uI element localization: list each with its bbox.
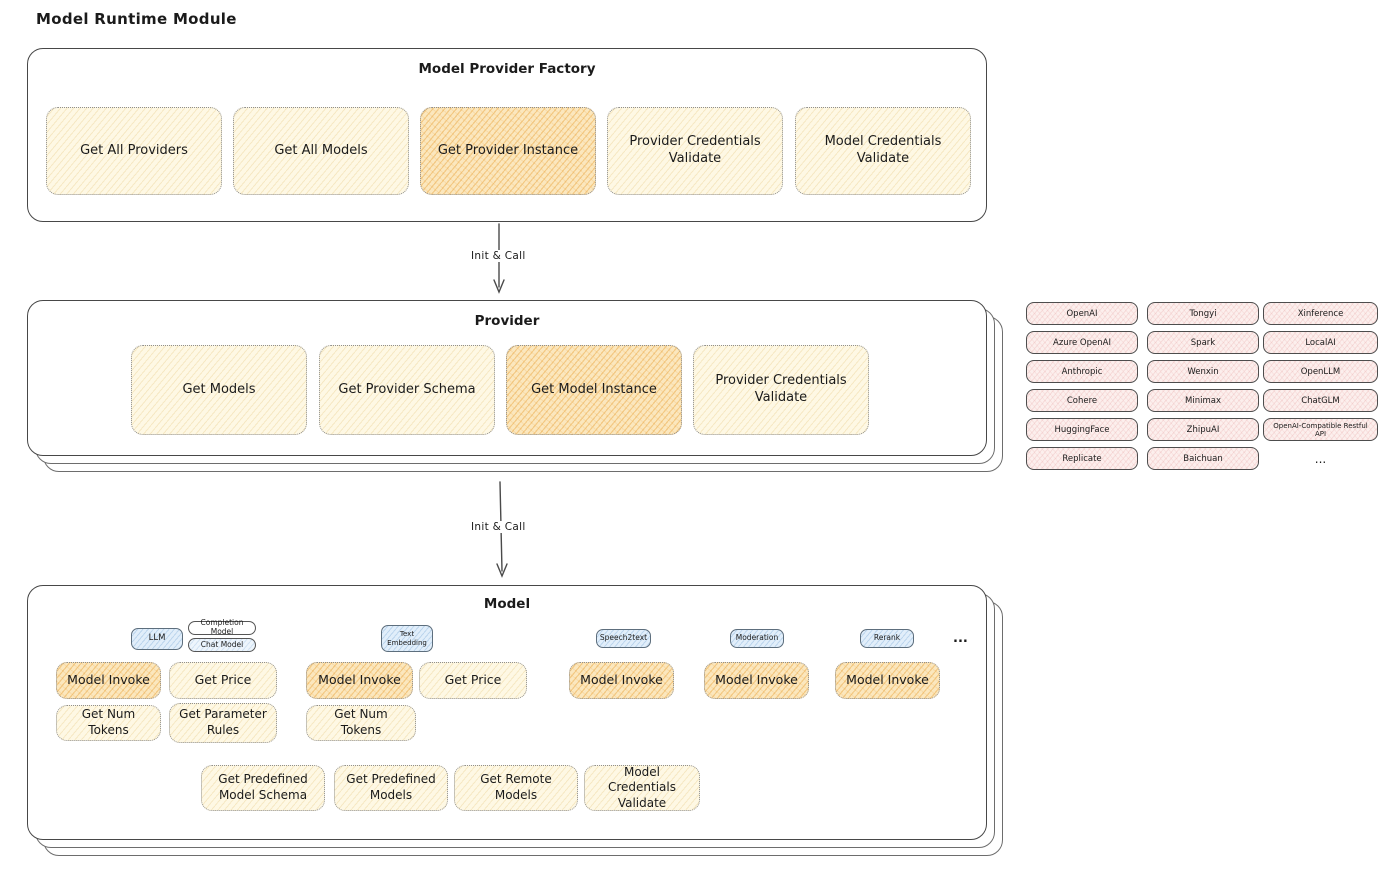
node-get-remote-models: Get Remote Models <box>454 765 578 811</box>
tab-completion-model: Completion Model <box>188 619 256 636</box>
provider-group: Provider Get Models Get Provider Schema … <box>27 300 987 456</box>
node-get-models: Get Models <box>131 345 307 435</box>
model-tabs-ellipsis: ... <box>953 631 968 646</box>
node-model-credentials-validate-2: Model Credentials Validate <box>584 765 700 811</box>
provider-chip-cohere: Cohere <box>1026 389 1138 412</box>
provider-chip-openai-compatible: OpenAI-Compatible Restful API <box>1263 418 1378 441</box>
tab-llm: LLM <box>131 628 183 650</box>
provider-chip-spark: Spark <box>1147 331 1259 354</box>
model-title: Model <box>483 596 531 612</box>
tab-chat-model: Chat Model <box>188 638 256 652</box>
node-speech2text-model-invoke: Model Invoke <box>569 662 674 699</box>
provider-chip-anthropic: Anthropic <box>1026 360 1138 383</box>
provider-chip-wenxin: Wenxin <box>1147 360 1259 383</box>
provider-chip-minimax: Minimax <box>1147 389 1259 412</box>
page-title: Model Runtime Module <box>36 10 237 28</box>
node-rerank-model-invoke: Model Invoke <box>835 662 940 699</box>
factory-group: Model Provider Factory Get All Providers… <box>27 48 987 222</box>
node-llm-model-invoke: Model Invoke <box>56 662 161 699</box>
node-get-all-providers: Get All Providers <box>46 107 222 195</box>
node-llm-get-num-tokens: Get Num Tokens <box>56 705 161 741</box>
provider-chip-xinference: Xinference <box>1263 302 1378 325</box>
provider-title: Provider <box>474 313 540 329</box>
provider-chip-column-3: Xinference LocalAI OpenLLM ChatGLM OpenA… <box>1263 302 1378 470</box>
provider-chip-localai: LocalAI <box>1263 331 1378 354</box>
node-llm-get-price: Get Price <box>169 662 277 699</box>
node-get-provider-instance: Get Provider Instance <box>420 107 596 195</box>
node-get-provider-schema: Get Provider Schema <box>319 345 495 435</box>
node-get-predefined-model-schema: Get Predefined Model Schema <box>201 765 325 811</box>
tab-moderation: Moderation <box>730 629 784 648</box>
provider-chip-openllm: OpenLLM <box>1263 360 1378 383</box>
provider-chip-tongyi: Tongyi <box>1147 302 1259 325</box>
node-embedding-get-num-tokens: Get Num Tokens <box>306 705 416 741</box>
node-embedding-model-invoke: Model Invoke <box>306 662 413 699</box>
provider-chip-openai: OpenAI <box>1026 302 1138 325</box>
node-model-credentials-validate: Model Credentials Validate <box>795 107 971 195</box>
arrow-label-init-call-1: Init & Call <box>468 250 529 262</box>
provider-chip-column-2: Tongyi Spark Wenxin Minimax ZhipuAI Baic… <box>1147 302 1259 470</box>
node-provider-credentials-validate: Provider Credentials Validate <box>607 107 783 195</box>
provider-chip-replicate: Replicate <box>1026 447 1138 470</box>
node-moderation-model-invoke: Model Invoke <box>704 662 809 699</box>
provider-chip-azure-openai: Azure OpenAI <box>1026 331 1138 354</box>
provider-chip-zhipuai: ZhipuAI <box>1147 418 1259 441</box>
node-get-predefined-models: Get Predefined Models <box>334 765 448 811</box>
arrow-label-init-call-2: Init & Call <box>468 521 529 533</box>
factory-title: Model Provider Factory <box>418 61 596 77</box>
node-get-model-instance: Get Model Instance <box>506 345 682 435</box>
model-group: Model LLM Completion Model Chat Model Te… <box>27 585 987 840</box>
node-embedding-get-price: Get Price <box>419 662 527 699</box>
tab-rerank: Rerank <box>860 629 914 648</box>
tab-text-embedding: Text Embedding <box>381 625 433 652</box>
provider-chip-huggingface: HuggingFace <box>1026 418 1138 441</box>
node-llm-get-parameter-rules: Get Parameter Rules <box>169 703 277 743</box>
provider-chip-column-1: OpenAI Azure OpenAI Anthropic Cohere Hug… <box>1026 302 1138 470</box>
provider-grid-ellipsis: ... <box>1314 451 1327 466</box>
tab-speech2text: Speech2text <box>596 629 651 648</box>
node-provider-credentials-validate-2: Provider Credentials Validate <box>693 345 869 435</box>
node-get-all-models: Get All Models <box>233 107 409 195</box>
provider-chip-chatglm: ChatGLM <box>1263 389 1378 412</box>
provider-chip-baichuan: Baichuan <box>1147 447 1259 470</box>
